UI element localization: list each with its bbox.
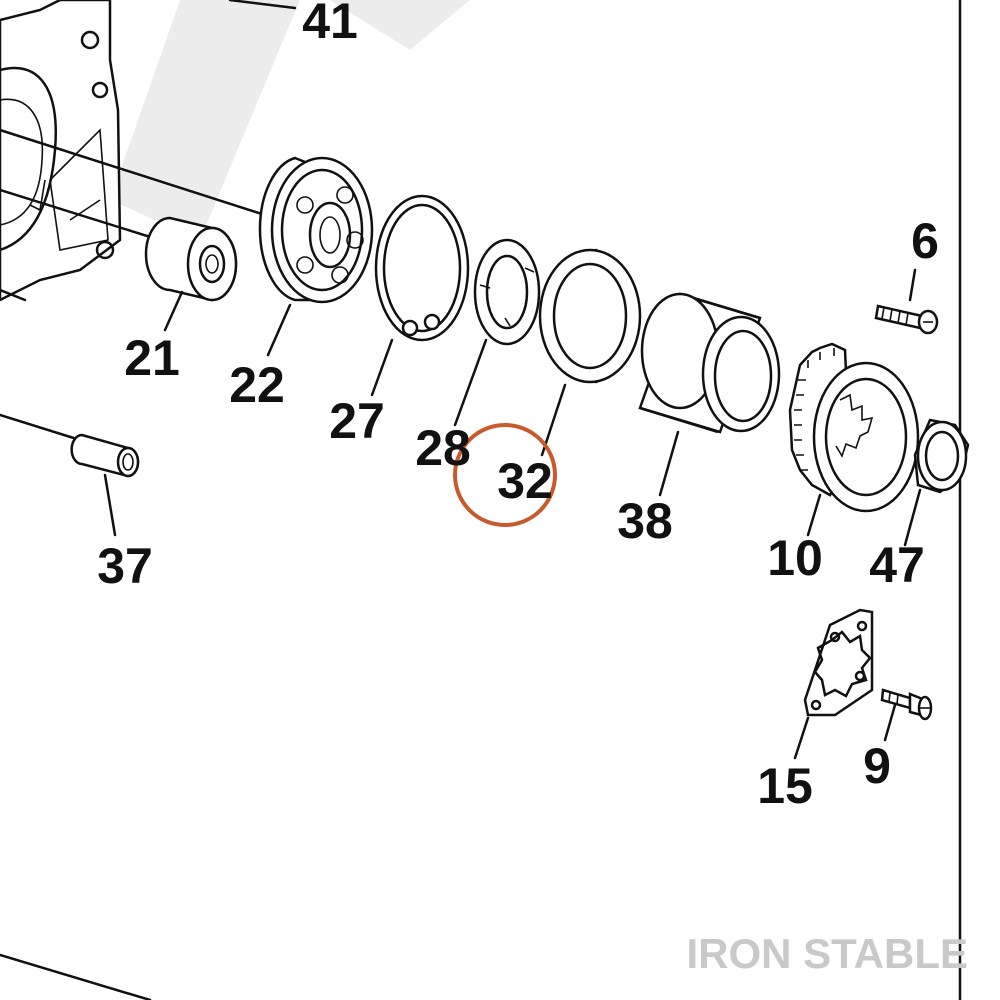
part-47-nut bbox=[913, 418, 970, 494]
part-9-screw bbox=[880, 688, 933, 721]
label-21: 21 bbox=[124, 330, 180, 386]
part-37-dowel bbox=[70, 433, 140, 478]
leader-28 bbox=[453, 338, 488, 427]
leader-37 bbox=[103, 473, 117, 537]
leader-6 bbox=[908, 268, 917, 302]
axis-line-37 bbox=[0, 413, 82, 442]
leader-41 bbox=[228, 0, 297, 10]
watermark-text: IRON STABLE bbox=[686, 930, 968, 977]
axis-line-lower bbox=[0, 188, 162, 242]
part-27-circlip bbox=[374, 194, 470, 342]
part-15-plate bbox=[803, 608, 874, 717]
part-6-screw bbox=[874, 304, 939, 335]
label-15: 15 bbox=[757, 758, 813, 814]
label-47: 47 bbox=[869, 537, 925, 593]
leader-38 bbox=[658, 430, 680, 497]
label-6: 6 bbox=[911, 213, 939, 269]
axis-line-upper bbox=[0, 128, 267, 217]
label-22: 22 bbox=[229, 357, 285, 413]
label-28: 28 bbox=[415, 420, 471, 476]
leader-27 bbox=[370, 338, 394, 397]
part-38-needle-bearing bbox=[638, 292, 781, 434]
leader-10 bbox=[806, 493, 822, 537]
part-22-bearing bbox=[258, 156, 374, 304]
part-10-sprocket bbox=[788, 342, 920, 513]
label-9: 9 bbox=[863, 738, 891, 794]
leader-15 bbox=[793, 716, 810, 760]
part-32-sleeve bbox=[538, 248, 642, 384]
label-10: 10 bbox=[767, 530, 823, 586]
label-27: 27 bbox=[329, 393, 385, 449]
leader-22 bbox=[266, 303, 292, 357]
label-41: 41 bbox=[302, 0, 358, 49]
leader-47 bbox=[903, 488, 922, 547]
label-32: 32 bbox=[497, 453, 553, 509]
part-28-washer bbox=[473, 238, 541, 346]
highlight-circle bbox=[453, 423, 557, 527]
leader-9 bbox=[883, 703, 897, 742]
frame-bottom-line bbox=[0, 953, 152, 1000]
label-37: 37 bbox=[97, 538, 153, 594]
part-21-bushing bbox=[144, 216, 238, 302]
label-38: 38 bbox=[617, 493, 673, 549]
leader-21 bbox=[163, 290, 184, 332]
axis-line-short bbox=[0, 288, 27, 302]
